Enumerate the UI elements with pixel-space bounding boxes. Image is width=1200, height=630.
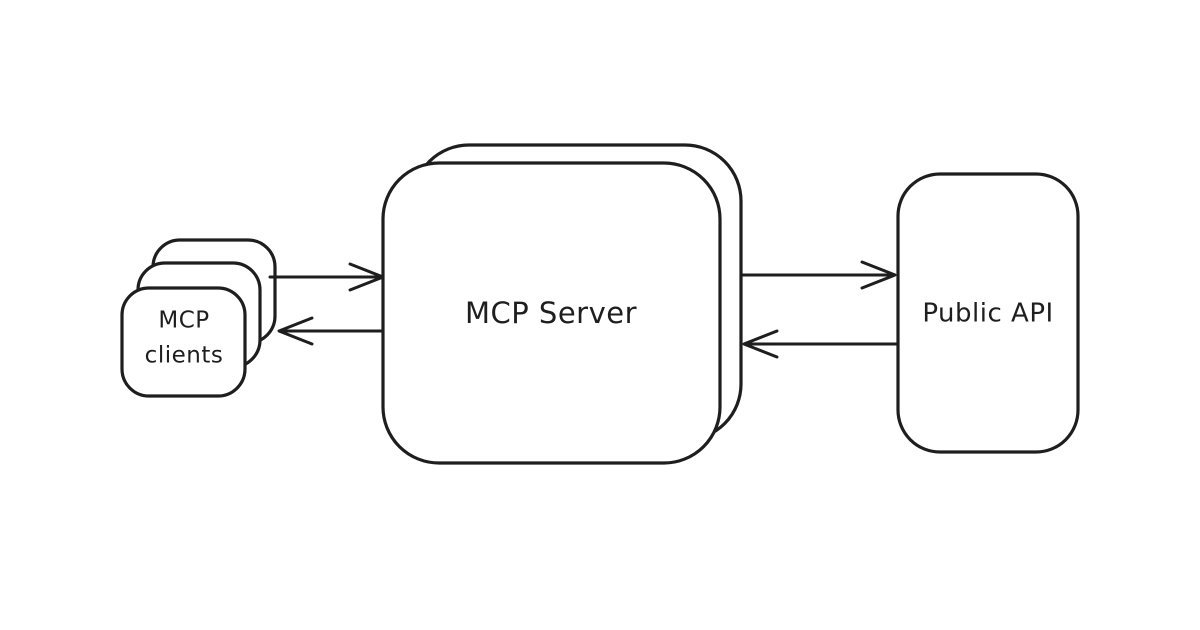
- mcp-clients-label-line2: clients: [145, 343, 224, 369]
- arrow-server-to-clients: [277, 316, 385, 346]
- mcp-clients-card-front: [120, 286, 247, 398]
- mcp-clients-node: MCP clients: [120, 238, 277, 398]
- arrowhead-right-icon: [860, 260, 897, 290]
- mcp-server-box-front: [381, 161, 722, 465]
- mcp-server-label: MCP Server: [465, 296, 637, 330]
- public-api-label: Public API: [922, 299, 1053, 329]
- public-api-node: Public API: [896, 172, 1080, 454]
- arrow-api-to-server: [742, 329, 899, 359]
- mcp-clients-label-line1: MCP: [158, 308, 209, 334]
- arrow-server-to-api: [739, 260, 897, 290]
- arrowhead-left-icon: [277, 316, 314, 346]
- mcp-server-node: MCP Server: [381, 143, 743, 465]
- arrowhead-right-icon: [348, 262, 385, 292]
- arrow-clients-to-server: [268, 262, 385, 292]
- public-api-box: [896, 172, 1080, 454]
- arrowhead-left-icon: [742, 329, 779, 359]
